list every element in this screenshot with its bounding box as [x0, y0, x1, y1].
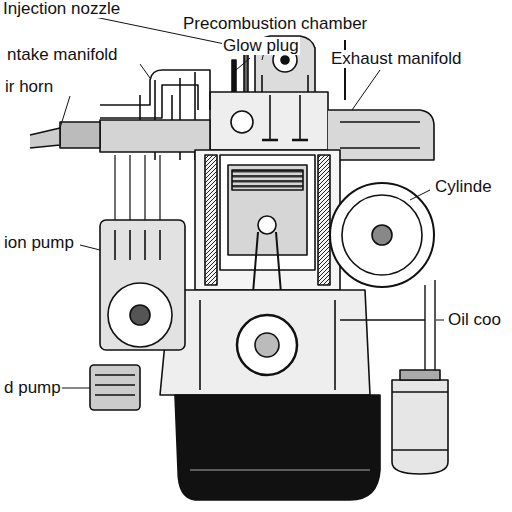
part-label: Cylinde [434, 178, 493, 196]
air-horn [30, 128, 60, 148]
piston [228, 165, 307, 255]
part-label: ntake manifold [6, 46, 119, 64]
part-label: Exhaust manifold [330, 50, 462, 68]
part-label: Injection nozzle [2, 0, 121, 18]
part-label: Precombustion chamber [182, 15, 368, 33]
injection-pump [100, 155, 185, 350]
leader-lines [60, 16, 444, 388]
oil-cooler [392, 370, 448, 474]
oil-pan [175, 395, 380, 500]
part-label: d pump [3, 379, 62, 397]
intake-manifold [60, 70, 210, 160]
part-label: Glow plug [222, 37, 300, 55]
cylinder-block [195, 150, 340, 290]
part-label: ir horn [4, 78, 54, 96]
part-label: ion pump [3, 234, 75, 252]
crankshaft [237, 315, 297, 375]
feed-pump [90, 365, 140, 410]
pulley [330, 183, 434, 287]
part-label: Oil coo [447, 311, 502, 329]
crankcase [160, 290, 370, 395]
cylinder-head [210, 92, 328, 150]
